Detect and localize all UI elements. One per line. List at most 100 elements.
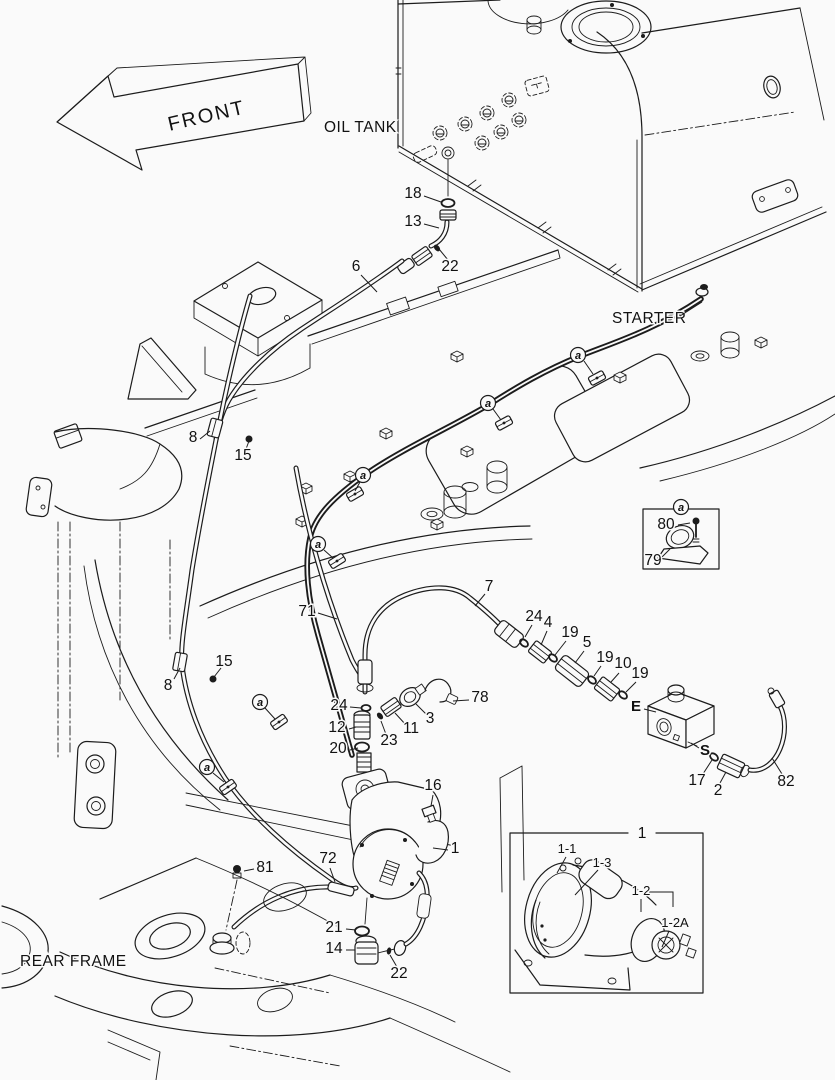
callout-14: 14 <box>325 940 343 957</box>
callout-leader <box>213 667 222 678</box>
callout-leader <box>574 869 599 896</box>
callout-22: 22 <box>441 258 458 275</box>
callout-leader <box>677 522 691 526</box>
detail-marker-circle <box>309 535 327 553</box>
clamp-parts-box <box>642 508 720 570</box>
detail-marker-circle <box>569 346 587 364</box>
callout-8: 8 <box>164 677 173 694</box>
callout-leader <box>432 847 449 851</box>
callout-leader <box>661 930 670 948</box>
callout-leader <box>394 712 407 726</box>
marker-leader <box>583 360 594 375</box>
callout-78: 78 <box>471 689 488 706</box>
marker-leader <box>354 481 361 492</box>
callout-8: 8 <box>189 429 198 446</box>
callout-leader <box>700 759 713 778</box>
callout-leader <box>423 195 442 203</box>
starter-leader <box>679 301 703 317</box>
callout-leader <box>173 667 181 680</box>
callout-19: 19 <box>561 624 578 641</box>
callout-leader <box>380 720 388 738</box>
callout-79: 79 <box>644 552 661 569</box>
callout-leader <box>771 757 783 775</box>
callout-3: 3 <box>426 710 435 727</box>
callout-16: 16 <box>424 777 441 794</box>
hose-7 <box>362 585 508 695</box>
callout-23: 23 <box>380 732 397 749</box>
elbow-14 <box>354 935 407 965</box>
detail-markers: a a a a a a a <box>198 346 690 776</box>
fitting-chain <box>494 620 787 779</box>
callout-leader <box>452 699 470 702</box>
callout-1-1: 1-1 <box>558 841 577 856</box>
callout-leader <box>690 742 700 749</box>
callout-leader <box>524 624 533 638</box>
detail-marker-a: a <box>204 762 210 774</box>
detail-marker-a: a <box>575 350 581 362</box>
callout-1-2: 1-2 <box>632 883 651 898</box>
inset-box <box>509 832 704 994</box>
detail-marker-a: a <box>485 398 491 410</box>
detail-marker-a: a <box>360 470 366 482</box>
oil-tank <box>395 0 827 293</box>
callout-S: S <box>700 742 710 759</box>
callout-11: 11 <box>403 720 419 737</box>
callout-10: 10 <box>614 655 632 672</box>
rear-frame-structure <box>1 857 511 1080</box>
starter-assembly <box>185 752 525 965</box>
callout-leader <box>554 640 567 656</box>
detail-marker-circle <box>251 693 269 711</box>
oil-tank-label: OIL TANK <box>324 119 397 136</box>
callout-71: 71 <box>298 603 315 620</box>
callout-18: 18 <box>404 185 421 202</box>
callout-leader <box>415 703 428 716</box>
callout-21: 21 <box>325 919 342 936</box>
callout-7: 7 <box>485 578 494 595</box>
callout-1-2A: 1-2A <box>661 915 689 930</box>
callout-leader <box>474 593 486 607</box>
rear-frame-label: REAR FRAME <box>20 953 127 970</box>
callout-leader <box>556 856 567 874</box>
callout-24: 24 <box>525 608 543 625</box>
callout-6: 6 <box>352 258 361 275</box>
callout-1: 1 <box>451 840 460 857</box>
detail-marker-a: a <box>678 502 684 514</box>
callout-19: 19 <box>596 649 613 666</box>
callout-leader <box>430 794 434 807</box>
callout-leader <box>329 867 336 883</box>
callout-1: 1 <box>638 825 647 842</box>
callout-leader <box>423 223 440 229</box>
callout-22: 22 <box>390 965 407 982</box>
callout-leader <box>360 274 378 293</box>
callout-E: E <box>631 698 641 715</box>
callout-leader <box>345 928 357 931</box>
callout-80: 80 <box>657 516 675 533</box>
callout-15: 15 <box>215 653 232 670</box>
callout-leader <box>574 650 585 664</box>
tube-8 <box>172 293 359 892</box>
deck-plates <box>199 331 835 619</box>
callout-leader <box>661 548 671 558</box>
callout-5: 5 <box>583 634 592 651</box>
callout-15: 15 <box>234 447 251 464</box>
detail-marker-circle <box>354 466 372 484</box>
callout-leader <box>540 630 548 646</box>
callout-19: 19 <box>631 665 648 682</box>
callout-81: 81 <box>256 859 273 876</box>
marker-leader <box>323 549 334 559</box>
left-frame <box>54 337 229 830</box>
inset-starter-drawing <box>514 857 697 991</box>
detail-marker-a: a <box>315 539 321 551</box>
callout-leader <box>438 248 449 261</box>
frame-beams <box>25 249 561 518</box>
callout-leader <box>625 681 637 693</box>
starter-label: STARTER <box>612 310 686 327</box>
detail-marker-circle <box>479 394 497 412</box>
callout-leader <box>243 868 255 872</box>
callout-82: 82 <box>777 773 794 790</box>
front-arrow: FRONT <box>56 56 312 171</box>
detail-marker-a: a <box>257 697 263 709</box>
callout-72: 72 <box>319 850 336 867</box>
